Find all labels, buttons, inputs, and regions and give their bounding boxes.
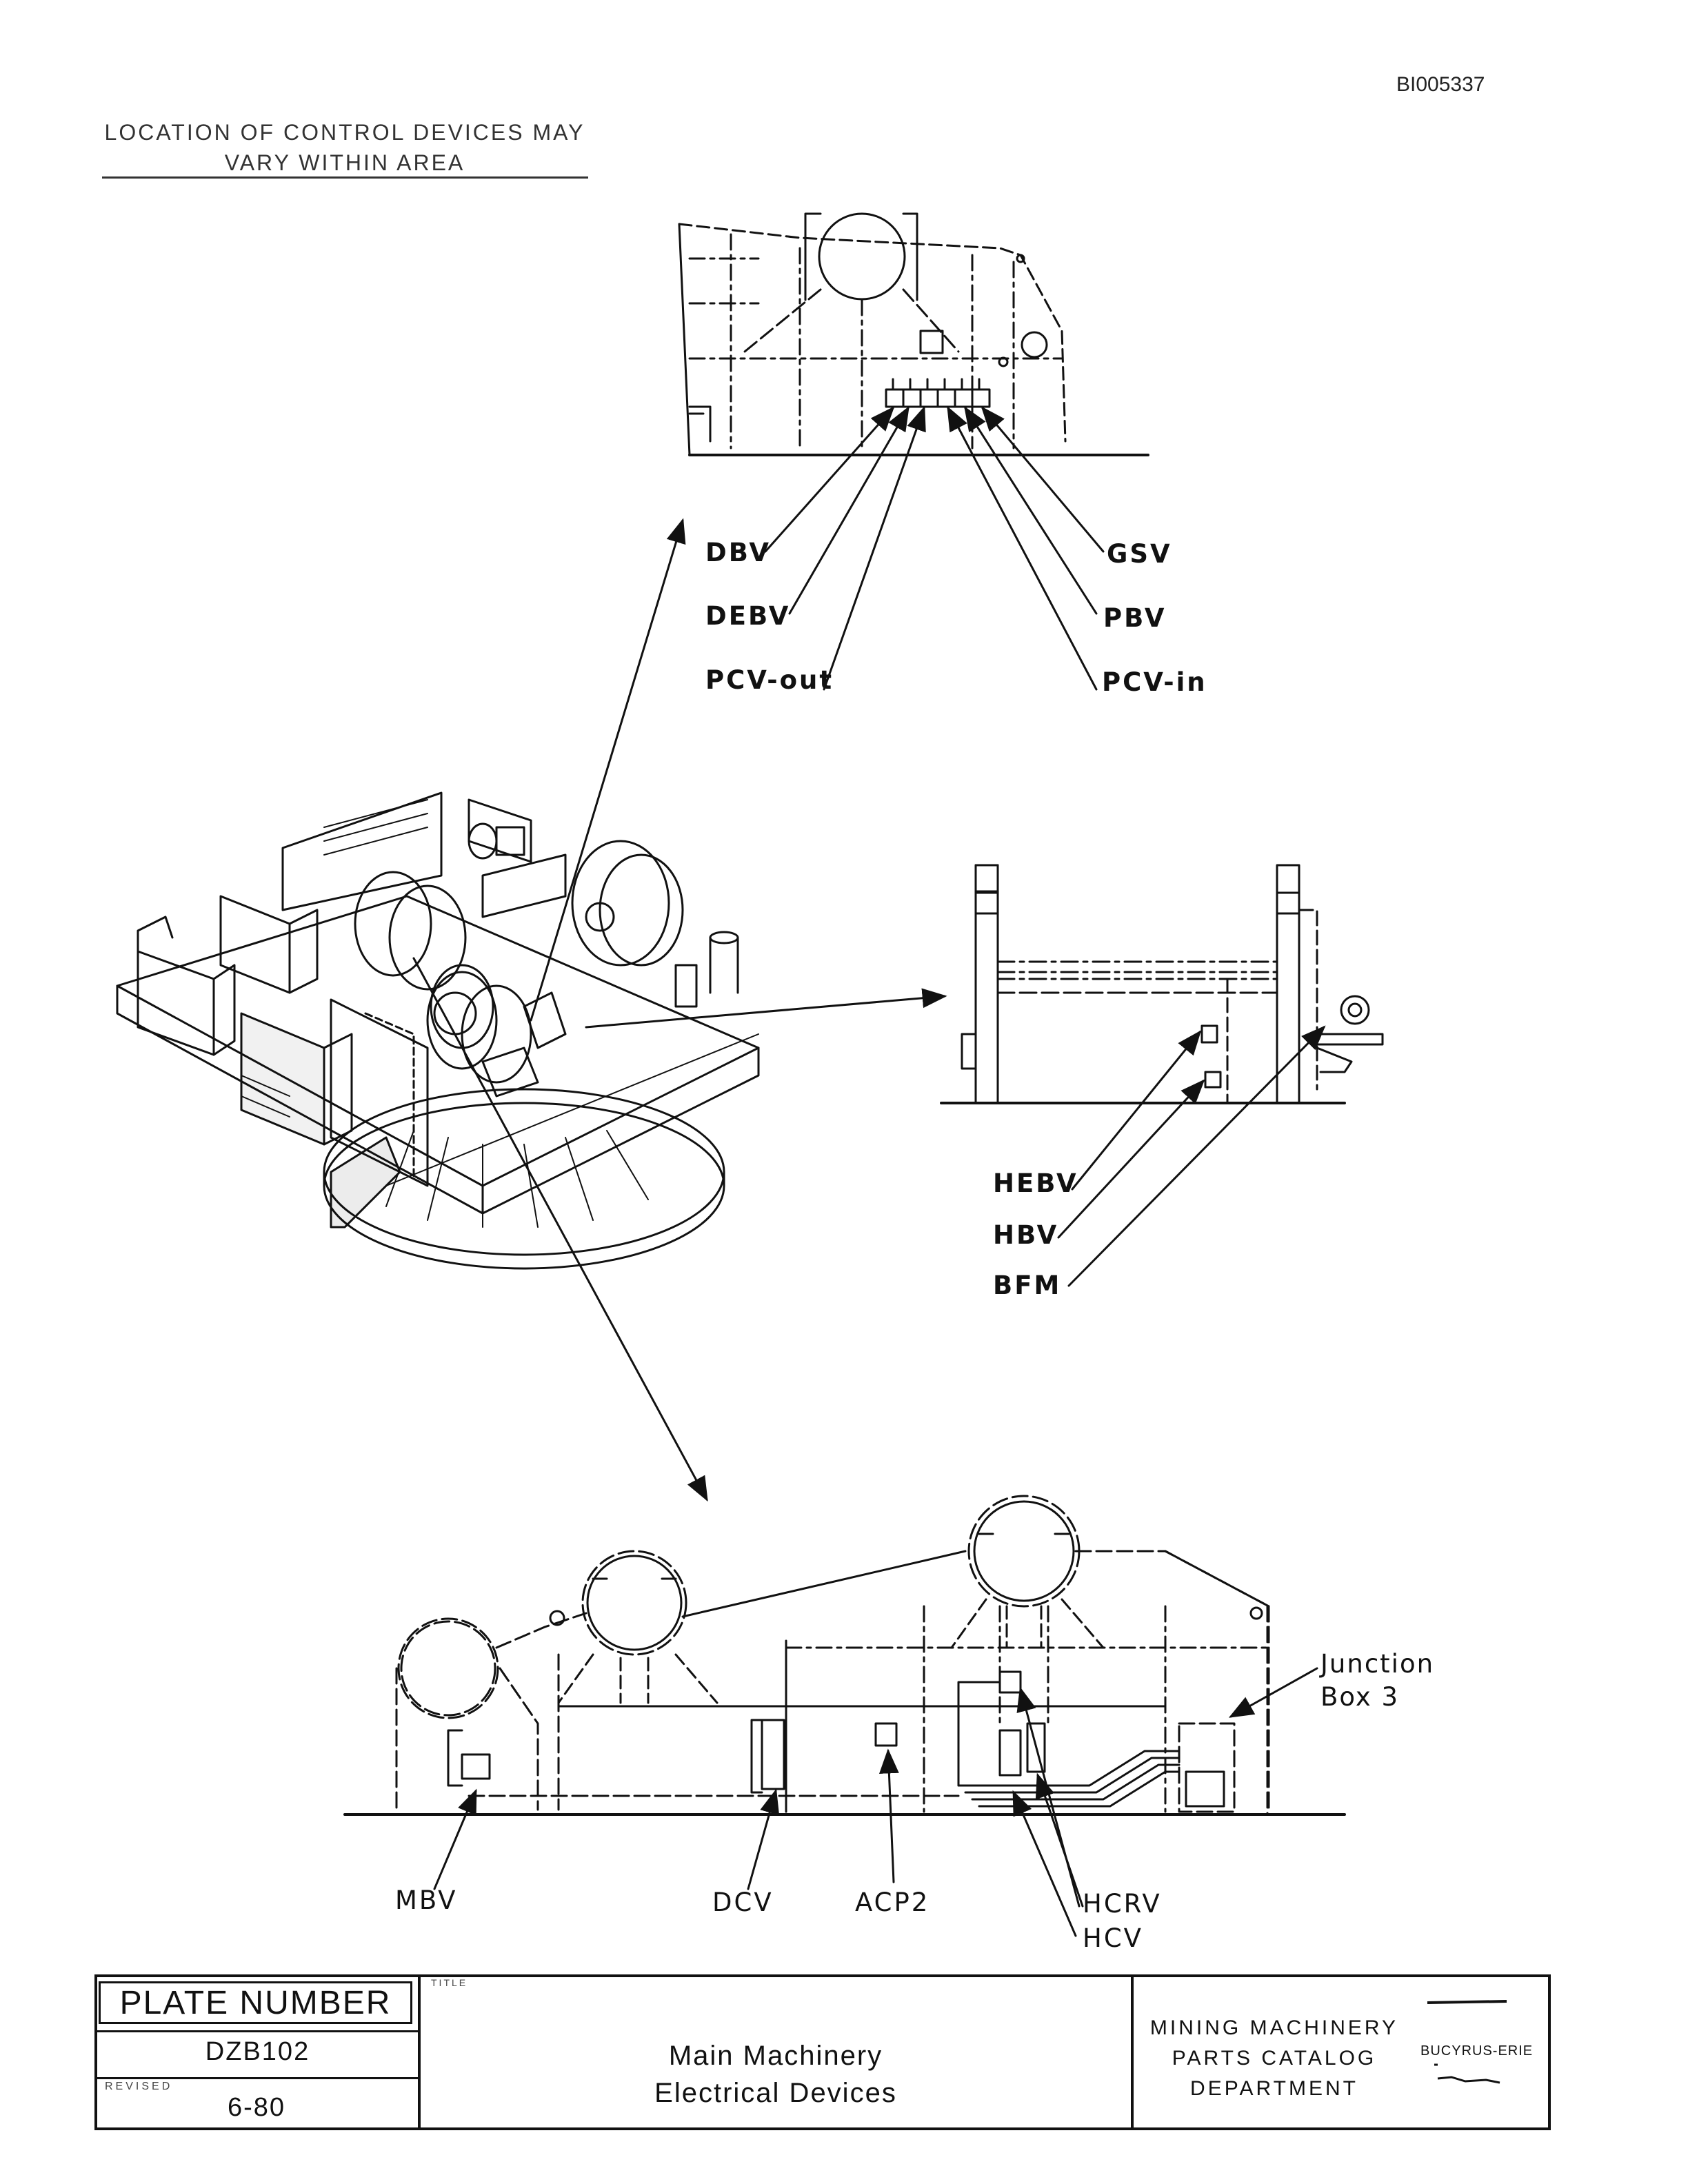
plate-divider-1 [94, 2030, 421, 2032]
department-name: MINING MACHINERY PARTS CATALOG DEPARTMEN… [1136, 2013, 1412, 2104]
label-acp2: ACP2 [855, 1888, 930, 1917]
label-dcv: DCV [712, 1888, 774, 1917]
top-view-drawing [679, 214, 1148, 455]
brand-logo [1427, 2000, 1507, 2084]
label-debv: DEBV [705, 601, 791, 631]
bottom-view-drawing [345, 1496, 1345, 1814]
middle-view-leaders [1058, 1025, 1326, 1286]
top-view-leaders [765, 405, 1103, 689]
isometric-machinery-drawing [117, 793, 758, 1268]
department-line1: MINING MACHINERY [1149, 2016, 1399, 2039]
plate-number-label: PLATE NUMBER [99, 1981, 412, 2024]
label-hebv: HEBV [993, 1169, 1078, 1198]
label-gsv: GSV [1107, 539, 1172, 569]
revised-label: REVISED [105, 2081, 173, 2092]
label-junction-box: Junction [1320, 1649, 1435, 1679]
brand-name: BUCYRUS-ERIE [1420, 2043, 1534, 2059]
location-note: LOCATION OF CONTROL DEVICES MAY VARY WIT… [100, 117, 590, 178]
department-section [1131, 1974, 1551, 2130]
note-underline [102, 176, 588, 179]
revised-date: 6-80 [228, 2093, 286, 2122]
document-id: BI005337 [1396, 73, 1485, 96]
title-block [94, 1974, 1551, 2130]
label-mbv: MBV [395, 1885, 458, 1915]
bottom-view-leaders [434, 1668, 1317, 1936]
plate-title-line1: Main Machinery [668, 2041, 883, 2071]
label-pcv-in: PCV-in [1102, 667, 1207, 697]
label-hcrv: HCRV [1083, 1889, 1162, 1919]
label-hcv: HCV [1083, 1923, 1143, 1953]
plate-number-section [94, 1974, 421, 2130]
label-hbv: HBV [993, 1220, 1059, 1250]
label-pbv: PBV [1103, 603, 1167, 633]
label-junction-box-number: Box 3 [1320, 1682, 1400, 1712]
department-line2: PARTS CATALOG [1172, 2047, 1377, 2070]
plate-number: DZB102 [205, 2037, 310, 2066]
machinery-arrows [414, 518, 947, 1502]
plate-divider-2 [94, 2077, 421, 2079]
location-note-line1: LOCATION OF CONTROL DEVICES MAY [104, 120, 585, 145]
location-note-line2: VARY WITHIN AREA [224, 150, 465, 175]
label-dbv: DBV [705, 538, 772, 567]
department-line3: DEPARTMENT [1190, 2077, 1358, 2100]
plate-title-line2: Electrical Devices [654, 2078, 897, 2108]
label-pcv-out: PCV-out [705, 665, 834, 695]
title-label: TITLE [431, 1977, 468, 1988]
label-bfm: BFM [993, 1271, 1062, 1300]
middle-view-drawing [941, 865, 1383, 1103]
